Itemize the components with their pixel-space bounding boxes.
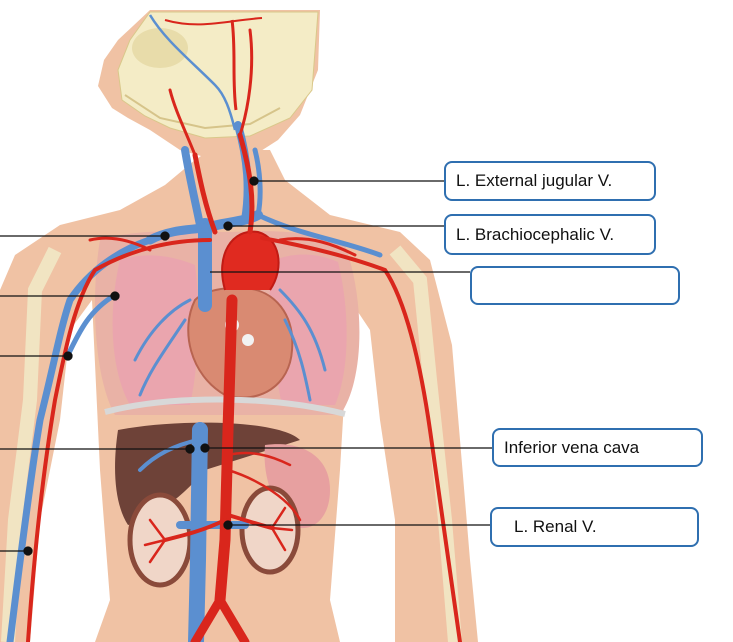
- pin-external-jugular: [249, 176, 259, 186]
- pin-left-3: [63, 351, 73, 361]
- leader-lines: [0, 176, 492, 556]
- right-arm-vein: [65, 292, 118, 358]
- left-subclavian: [255, 212, 383, 258]
- external-jugular-vessel: [252, 147, 263, 218]
- right-carotid: [192, 152, 218, 235]
- right-lung-veins: [133, 298, 192, 397]
- descending-aorta: [214, 294, 238, 606]
- pin-left-4: [185, 444, 195, 454]
- intercostal-arteries: [88, 236, 357, 257]
- hepatic-vein: [138, 438, 200, 472]
- temporal-vein: [148, 14, 237, 131]
- left-subclavian-artery: [260, 236, 462, 642]
- kidney-branches-right: [143, 518, 167, 564]
- inferior-vena-cava-vessel: [188, 422, 208, 642]
- label-renal: L. Renal V.: [490, 507, 699, 547]
- label-blank-answer-box[interactable]: [470, 266, 680, 305]
- common-iliac-arteries: [190, 595, 250, 642]
- aortic-arch: [221, 230, 280, 291]
- left-brachiocephalic-vessel: [200, 210, 263, 233]
- eye-socket: [132, 28, 188, 68]
- diaphragm: [104, 396, 346, 417]
- head-arteries: [168, 28, 254, 157]
- renal-arteries: [163, 513, 274, 542]
- pin-left-5: [23, 546, 33, 556]
- pin-ivc: [200, 443, 210, 453]
- label-brachiocephalic: L. Brachiocephalic V.: [444, 214, 656, 255]
- pin-brachiocephalic: [223, 221, 233, 231]
- pin-left-2: [110, 291, 120, 301]
- jaw: [124, 94, 281, 130]
- heart-valve-2: [242, 334, 254, 346]
- facial-artery: [164, 17, 263, 26]
- torso: [0, 150, 478, 642]
- left-carotid: [237, 132, 255, 235]
- right-internal-jugular: [181, 146, 204, 229]
- pin-left-1: [160, 231, 170, 241]
- label-inferior-vena-cava: Inferior vena cava: [492, 428, 703, 467]
- head: [98, 10, 320, 160]
- right-subclavian-artery: [26, 238, 212, 642]
- celiac-branches: [226, 451, 302, 522]
- arteries: [26, 28, 462, 642]
- label-external-jugular: L. External jugular V.: [444, 161, 656, 201]
- left-lung-veins: [278, 288, 327, 402]
- ear-artery: [230, 19, 238, 111]
- pin-renal: [223, 520, 233, 530]
- right-arm-bone: [1, 246, 62, 642]
